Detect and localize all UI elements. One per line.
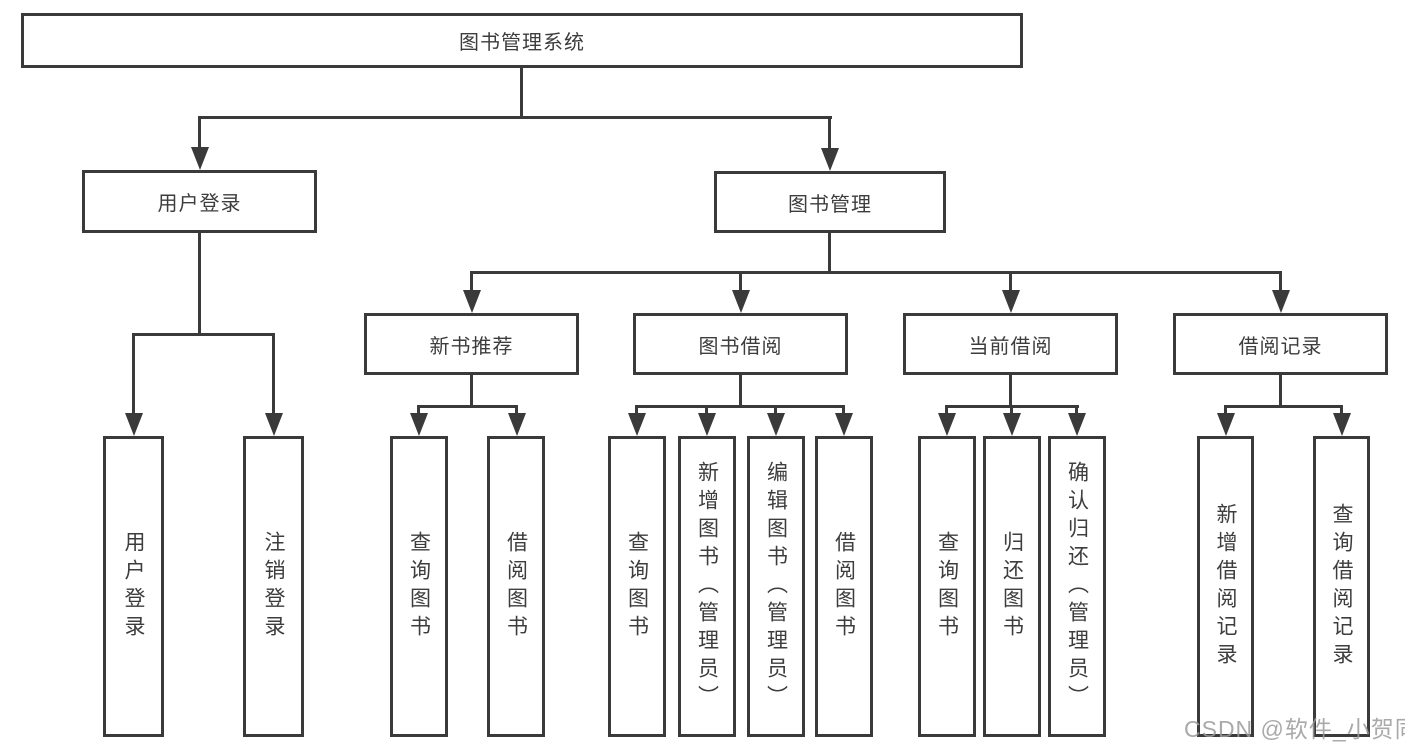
arrowhead-down-icon	[191, 147, 209, 170]
connector-userlogin-stem	[198, 233, 201, 336]
connector-bookmgmt-branch-3	[1009, 273, 1012, 292]
leaf-edit-book-admin-label: 编辑图书（管理员）	[764, 460, 788, 713]
connector-borrow-branch-3	[774, 407, 777, 415]
arrowhead-down-icon	[410, 413, 428, 436]
connector-recommend-bar	[417, 405, 518, 408]
connector-bookmgmt-stem	[828, 233, 831, 274]
node-borrow-records-label: 借阅记录	[1238, 335, 1323, 358]
leaf-add-book-admin-label: 新增图书（管理员）	[695, 460, 719, 713]
node-current-borrow-label: 当前借阅	[968, 335, 1053, 358]
leaf-query-borrow-record-label: 查询借阅记录	[1330, 502, 1353, 671]
arrowhead-down-icon	[1272, 290, 1290, 313]
node-current-borrow: 当前借阅	[903, 313, 1118, 375]
node-book-management: 图书管理	[714, 171, 946, 233]
arrowhead-down-icon	[732, 290, 750, 313]
connector-records-branch-2	[1340, 407, 1343, 415]
leaf-borrow-books-label: 借阅图书	[832, 530, 856, 643]
connector-userlogin-branch-2	[272, 335, 275, 414]
connector-bookmgmt-bar	[470, 271, 1282, 274]
connector-userlogin-bar	[132, 333, 275, 336]
node-user-login: 用户登录	[82, 170, 317, 233]
connector-current-stem	[1009, 375, 1012, 408]
leaf-add-borrow-record-label: 新增借阅记录	[1214, 502, 1237, 671]
arrowhead-down-icon	[1217, 413, 1235, 436]
connector-recommend-branch-2	[515, 407, 518, 415]
connector-borrow-branch-4	[842, 407, 845, 415]
connector-current-branch-2	[1010, 407, 1013, 415]
leaf-confirm-return-admin-label: 确认归还（管理员）	[1065, 460, 1089, 713]
leaf-return-book: 归还图书	[983, 436, 1041, 737]
node-root: 图书管理系统	[21, 13, 1023, 68]
connector-records-branch-1	[1224, 407, 1227, 415]
leaf-borrow-books-recommend: 借阅图书	[487, 436, 545, 737]
leaf-borrow-books-recommend-label: 借阅图书	[504, 530, 528, 643]
connector-bookmgmt-branch-1	[470, 273, 473, 292]
node-book-borrow: 图书借阅	[633, 313, 848, 375]
leaf-logout: 注销登录	[243, 436, 304, 737]
leaf-return-book-label: 归还图书	[1000, 530, 1024, 643]
watermark: CSDN @软件_小贺同学	[1184, 716, 1405, 742]
arrowhead-down-icon	[835, 413, 853, 436]
node-book-borrow-label: 图书借阅	[698, 335, 783, 358]
arrowhead-down-icon	[265, 413, 283, 436]
arrowhead-down-icon	[628, 413, 646, 436]
node-borrow-records: 借阅记录	[1173, 313, 1388, 375]
node-user-login-label: 用户登录	[157, 193, 242, 215]
node-root-label: 图书管理系统	[459, 32, 585, 54]
connector-recommend-stem	[470, 375, 473, 408]
leaf-query-books-recommend: 查询图书	[390, 436, 448, 737]
leaf-query-borrow-record: 查询借阅记录	[1313, 436, 1370, 737]
leaf-add-book-admin: 新增图书（管理员）	[678, 436, 736, 737]
node-new-book-recommend-label: 新书推荐	[429, 335, 514, 358]
connector-recommend-branch-1	[417, 407, 420, 415]
connector-borrow-stem	[739, 375, 742, 408]
connector-current-branch-3	[1075, 407, 1078, 415]
leaf-query-books-current: 查询图书	[918, 436, 976, 737]
leaf-user-login: 用户登录	[103, 436, 164, 737]
connector-root-bar	[198, 116, 832, 119]
connector-borrow-bar	[635, 405, 845, 408]
arrowhead-down-icon	[1068, 413, 1086, 436]
connector-root-stem	[520, 68, 523, 119]
arrowhead-down-icon	[1002, 290, 1020, 313]
leaf-logout-label: 注销登录	[262, 530, 285, 643]
arrowhead-down-icon	[938, 413, 956, 436]
arrowhead-down-icon	[1003, 413, 1021, 436]
leaf-query-books-borrow-label: 查询图书	[625, 530, 649, 643]
arrowhead-down-icon	[767, 413, 785, 436]
connector-root-branch-right	[828, 118, 831, 149]
node-new-book-recommend: 新书推荐	[364, 313, 579, 375]
connector-borrow-branch-1	[635, 407, 638, 415]
connector-bookmgmt-branch-4	[1279, 273, 1282, 292]
node-book-management-label: 图书管理	[788, 193, 872, 216]
leaf-query-books-current-label: 查询图书	[935, 530, 959, 643]
connector-current-branch-1	[945, 407, 948, 415]
leaf-confirm-return-admin: 确认归还（管理员）	[1048, 436, 1106, 737]
leaf-add-borrow-record: 新增借阅记录	[1197, 436, 1254, 737]
arrowhead-down-icon	[698, 413, 716, 436]
leaf-borrow-books: 借阅图书	[815, 436, 873, 737]
connector-bookmgmt-branch-2	[739, 273, 742, 292]
arrowhead-down-icon	[1333, 413, 1351, 436]
arrowhead-down-icon	[821, 148, 839, 171]
connector-current-bar	[945, 405, 1079, 408]
leaf-user-login-label: 用户登录	[122, 530, 145, 643]
arrowhead-down-icon	[508, 413, 526, 436]
leaf-edit-book-admin: 编辑图书（管理员）	[747, 436, 805, 737]
connector-root-branch-left	[198, 118, 201, 149]
connector-records-stem	[1279, 375, 1282, 408]
leaf-query-books-borrow: 查询图书	[608, 436, 666, 737]
leaf-query-books-recommend-label: 查询图书	[407, 530, 431, 643]
arrowhead-down-icon	[125, 413, 143, 436]
arrowhead-down-icon	[463, 290, 481, 313]
connector-borrow-branch-2	[705, 407, 708, 415]
connector-records-bar	[1224, 405, 1343, 408]
connector-userlogin-branch-1	[132, 335, 135, 414]
